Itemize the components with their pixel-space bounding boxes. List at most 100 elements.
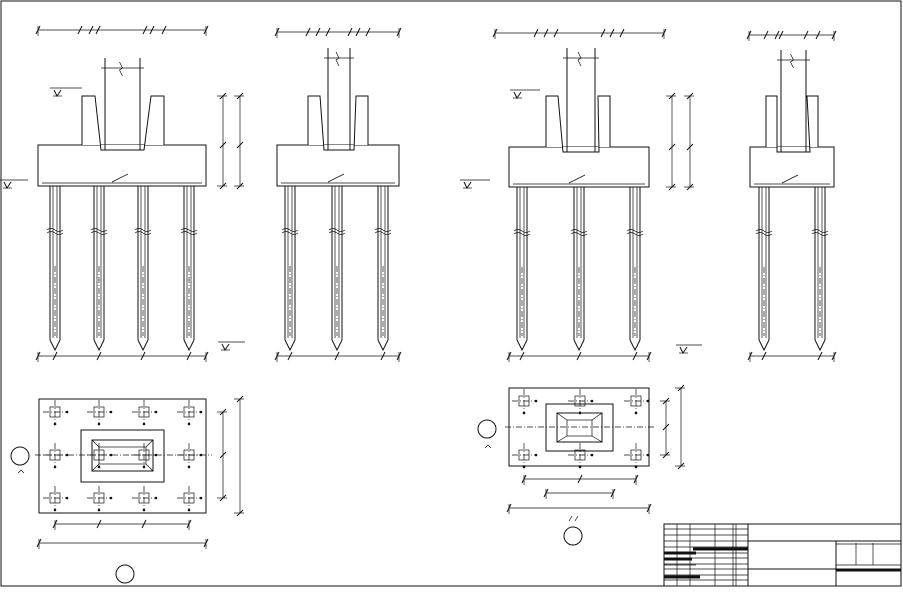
plan-12-pile-cap <box>10 395 244 584</box>
pile-plan-symbol <box>132 443 158 469</box>
axis-dot <box>187 465 191 469</box>
pile-plan-symbol <box>568 443 594 469</box>
dimension-tick <box>203 25 209 35</box>
pile-plan-symbol <box>87 400 113 426</box>
dimension-tick <box>396 351 402 361</box>
axis-dot <box>65 410 69 414</box>
level-arrow-icon <box>221 343 230 351</box>
title-block <box>663 523 902 587</box>
elevation-2-pile-cap-side <box>746 30 837 362</box>
leader-line <box>781 174 799 184</box>
dimension-tick <box>576 351 582 361</box>
dimension-tick <box>236 509 244 517</box>
axis-dot <box>154 410 158 414</box>
axis-dot <box>65 496 69 500</box>
dimension-tick <box>533 28 539 38</box>
dimension-tick <box>619 28 625 38</box>
dimension-tick <box>831 351 837 361</box>
axis-dot <box>634 465 638 469</box>
level-arrow-icon <box>513 91 522 99</box>
dimension-tick <box>668 183 676 191</box>
section-marker-circle <box>477 419 497 439</box>
dimension-tick <box>149 25 155 35</box>
pile-break-mark <box>46 228 64 235</box>
pedestal-outline <box>545 403 614 452</box>
dimension-tick <box>633 474 639 484</box>
dimension-tick <box>521 474 527 484</box>
pile <box>281 186 299 352</box>
pile-tip <box>573 339 585 352</box>
pile-cap-outline <box>38 398 207 514</box>
pile-cap-footing <box>276 144 400 187</box>
dimension-tick <box>35 351 41 361</box>
dimension-tick <box>365 27 371 37</box>
pile-break-mark <box>180 228 198 235</box>
dimension-tick <box>236 92 244 100</box>
dimension-tick <box>662 397 670 405</box>
pile-break-mark <box>90 228 108 235</box>
dimension-tick <box>236 395 244 403</box>
axis-dot <box>646 453 650 457</box>
axis-dot <box>97 422 101 426</box>
axis-dot <box>109 453 113 457</box>
dimension-tick <box>334 351 340 361</box>
pile-cap-footing <box>37 144 207 187</box>
axis-dot <box>53 465 57 469</box>
dimension-tick <box>761 351 767 361</box>
pile-plan-symbol <box>568 389 594 415</box>
dimension-tick <box>519 351 525 361</box>
dimension-tick <box>287 351 293 361</box>
dimension-tick <box>347 27 353 37</box>
dimension-tick <box>686 143 694 151</box>
axis-dot <box>187 422 191 426</box>
dimension-tick <box>88 25 94 35</box>
pile-tip <box>629 339 641 352</box>
pile <box>811 187 829 352</box>
dimension-tick <box>577 474 583 484</box>
dimension-tick <box>77 25 83 35</box>
leader-line <box>568 174 586 184</box>
dimension-tick <box>96 519 102 529</box>
dimension-tick <box>52 519 58 529</box>
dimension-tick <box>140 351 146 361</box>
level-arrow-icon <box>3 181 12 189</box>
pile-break-mark <box>811 229 829 236</box>
pedestal-socket <box>38 95 206 151</box>
socket-slope-line <box>91 439 100 448</box>
pile-tip <box>93 339 105 352</box>
dimension-tick <box>600 28 606 38</box>
socket-slope-line <box>91 463 100 472</box>
pile-break-mark <box>513 229 531 236</box>
pile-tip <box>137 339 149 352</box>
dimension-tick <box>219 92 227 100</box>
socket-slope-line <box>591 412 603 421</box>
pile-plan-symbol <box>132 400 158 426</box>
dimension-tick <box>668 92 676 100</box>
dimension-tick <box>274 351 280 361</box>
dimension-tick <box>141 519 147 529</box>
axis-dot <box>578 465 582 469</box>
pile-tip <box>814 339 826 352</box>
pile-tip <box>49 339 61 352</box>
direction-caret-icon <box>484 444 492 449</box>
dimension-tick <box>219 408 227 416</box>
dimension-tick <box>203 351 209 361</box>
socket-bottom <box>566 419 593 437</box>
dimension-tick <box>646 351 652 361</box>
elevation-3-pile-cap-side <box>274 27 402 362</box>
level-arrow-icon <box>463 181 472 189</box>
title-block-frame <box>663 523 902 587</box>
section-marker-circle <box>115 564 135 584</box>
dimension-tick <box>396 27 402 37</box>
axis-dot <box>53 422 57 426</box>
axis-dot <box>199 496 203 500</box>
dimension-tick <box>609 28 615 38</box>
dimension-tick <box>325 27 331 37</box>
elevation-level-markers <box>0 87 702 354</box>
level-arrow-icon <box>679 346 688 354</box>
column-break-mark <box>790 53 794 69</box>
socket-slope-line <box>556 412 568 421</box>
axis-dot <box>154 453 158 457</box>
pile <box>570 187 588 352</box>
